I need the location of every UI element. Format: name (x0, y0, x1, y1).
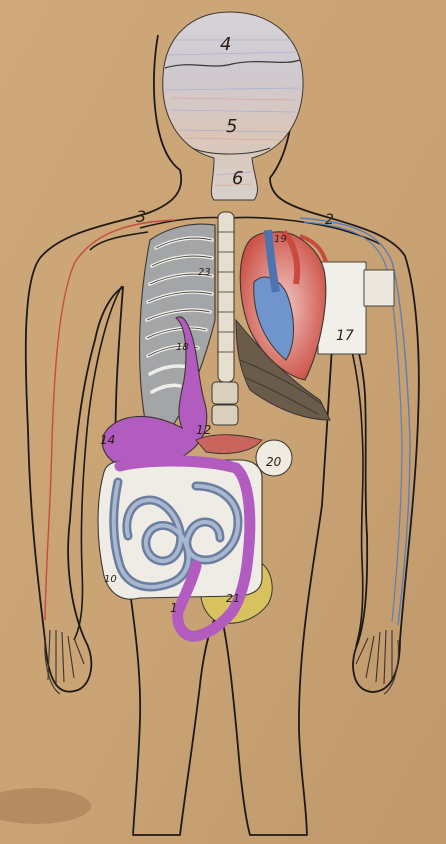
label-ribs: 23 (198, 267, 211, 278)
label-pelvis: 21 (226, 592, 240, 605)
label-kidney: 20 (266, 455, 282, 469)
label-right-clavicle: 2 (325, 212, 334, 228)
label-appendix: 10 (104, 574, 117, 585)
label-head-top: 4 (220, 34, 231, 55)
label-esophagus: 18 (176, 342, 189, 353)
label-head-mid: 5 (226, 116, 237, 137)
paper-flap-tab (364, 270, 394, 306)
label-colon: 1 (170, 601, 178, 615)
label-heart-side: 17 (336, 328, 354, 344)
label-left-abdomen: 14 (100, 433, 115, 447)
label-neck: 6 (232, 168, 243, 189)
label-left-clavicle: 3 (136, 207, 146, 226)
intestines (98, 460, 262, 599)
label-stomach: 12 (196, 423, 211, 437)
label-heart-top: 19 (274, 234, 287, 245)
